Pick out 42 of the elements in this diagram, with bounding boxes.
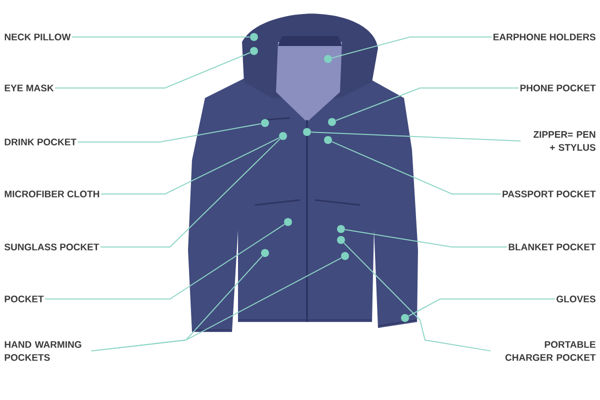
marker-dot: [250, 47, 258, 55]
feature-label: MICROFIBER CLOTH: [4, 190, 100, 198]
marker-dot: [279, 132, 287, 140]
leader-line: [310, 132, 522, 142]
leader-line: [71, 36, 250, 38]
leader-line: [77, 123, 262, 142]
feature-label: PORTABLE CHARGER POCKET: [505, 341, 596, 361]
feature-label: HAND WARMING POCKETS: [4, 341, 82, 361]
feature-label: BLANKET POCKET: [508, 244, 596, 250]
marker-dot: [284, 218, 292, 226]
leader-line: [343, 242, 492, 352]
marker-dot: [303, 128, 311, 136]
feature-label: DRINK POCKET: [4, 138, 76, 146]
marker-dot: [337, 236, 345, 244]
leader-line: [335, 88, 520, 121]
feature-label: NECK PILLOW: [4, 34, 71, 40]
marker-dot: [401, 314, 409, 322]
feature-label: SUNGLASS POCKET: [4, 244, 100, 250]
feature-label: ZIPPER= PEN + STYLUS: [534, 131, 596, 151]
leader-line: [90, 257, 342, 352]
feature-label: PASSPORT POCKET: [502, 190, 596, 198]
feature-label: EYE MASK: [4, 84, 54, 92]
leader-line: [100, 138, 280, 248]
leader-line: [100, 137, 280, 194]
leader-line: [44, 224, 285, 300]
marker-dot: [328, 118, 336, 126]
feature-label: GLOVES: [556, 296, 596, 302]
marker-dot: [261, 249, 269, 257]
leader-line: [344, 229, 508, 248]
marker-dot: [337, 225, 345, 233]
leader-line: [408, 298, 556, 316]
marker-dot: [324, 55, 332, 63]
marker-dot: [324, 136, 332, 144]
marker-dot: [341, 252, 349, 260]
feature-label: POCKET: [4, 296, 44, 302]
marker-dot: [250, 33, 258, 41]
marker-dot: [261, 119, 269, 127]
feature-label: PHONE POCKET: [520, 84, 596, 92]
leader-line: [332, 36, 492, 58]
leader-line: [54, 52, 251, 88]
feature-label: EARPHONE HOLDERS: [494, 34, 596, 40]
leader-line: [331, 141, 502, 194]
